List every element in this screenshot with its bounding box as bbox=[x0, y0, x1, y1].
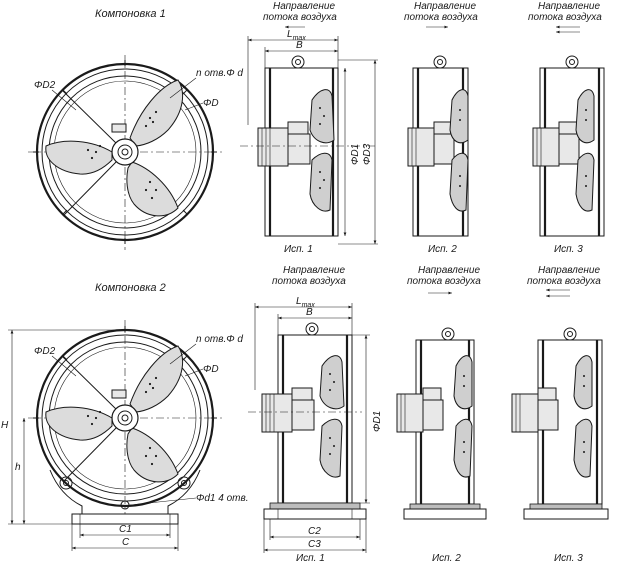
label-d2-l1: ΦD2 bbox=[34, 80, 56, 91]
version-l2-isp2: Исп. 2 bbox=[432, 553, 461, 564]
label-c1: C1 bbox=[119, 524, 132, 535]
label-d1-l2: ΦD1 bbox=[372, 411, 383, 432]
label-holes-l1: n отв.Φ d bbox=[196, 68, 243, 79]
airflow-l2-isp2-line1: Направление bbox=[418, 265, 480, 276]
layout1-title: Компоновка 1 bbox=[95, 8, 166, 20]
airflow-l1-isp1-line2: потока воздуха bbox=[263, 12, 337, 23]
label-d-l1: ΦD bbox=[203, 98, 219, 109]
label-c3: C3 bbox=[308, 539, 321, 550]
layout2-side-isp3 bbox=[511, 327, 609, 520]
layout1-side-isp2 bbox=[407, 55, 469, 237]
label-d2-l2: ΦD2 bbox=[34, 346, 56, 357]
version-l2-isp1: Исп. 1 bbox=[296, 553, 325, 564]
version-l2-isp3: Исп. 3 bbox=[554, 553, 583, 564]
layout2-title: Компоновка 2 bbox=[95, 282, 166, 294]
label-c2: C2 bbox=[308, 526, 321, 537]
label-lmax-l2: Lmax bbox=[296, 296, 315, 309]
version-l1-isp1: Исп. 1 bbox=[284, 244, 313, 255]
layout1-front-view bbox=[28, 55, 222, 250]
layout2-side-isp1 bbox=[248, 303, 370, 553]
airflow-l2-isp1-line1: Направление bbox=[283, 265, 345, 276]
airflow-l2-isp2-line2: потока воздуха bbox=[407, 276, 481, 287]
airflow-l2-isp3-line2: потока воздуха bbox=[527, 276, 601, 287]
version-l1-isp2: Исп. 2 bbox=[428, 244, 457, 255]
label-d-l2: ΦD bbox=[203, 364, 219, 375]
label-holes-l2: n отв.Φ d bbox=[196, 334, 243, 345]
layout1-side-isp1 bbox=[240, 36, 378, 245]
label-c: C bbox=[122, 537, 130, 548]
airflow-l1-isp1-line1: Направление bbox=[273, 1, 335, 12]
label-h-axis: h bbox=[15, 462, 21, 473]
airflow-l1-isp2-line2: потока воздуха bbox=[404, 12, 478, 23]
label-d3-l1: ΦD3 bbox=[362, 143, 373, 165]
label-b-l1: B bbox=[296, 40, 303, 51]
airflow-l1-isp3-line2: потока воздуха bbox=[528, 12, 602, 23]
label-h-total: H bbox=[1, 420, 9, 431]
layout2-front-view bbox=[8, 320, 222, 551]
label-foot-holes: Φd1 4 отв. bbox=[196, 493, 249, 504]
label-lmax-l1: Lmax bbox=[287, 29, 306, 42]
airflow-l2-isp1-line2: потока воздуха bbox=[272, 276, 346, 287]
airflow-l1-isp3-line1: Направление bbox=[538, 1, 600, 12]
label-d1-l1: ΦD1 bbox=[350, 144, 361, 165]
airflow-l1-isp2-line1: Направление bbox=[414, 1, 476, 12]
layout1-side-isp3 bbox=[532, 55, 605, 237]
airflow-l2-isp3-line1: Направление bbox=[538, 265, 600, 276]
version-l1-isp3: Исп. 3 bbox=[554, 244, 583, 255]
label-b-l2: B bbox=[306, 307, 313, 318]
layout2-side-isp2 bbox=[396, 327, 487, 520]
